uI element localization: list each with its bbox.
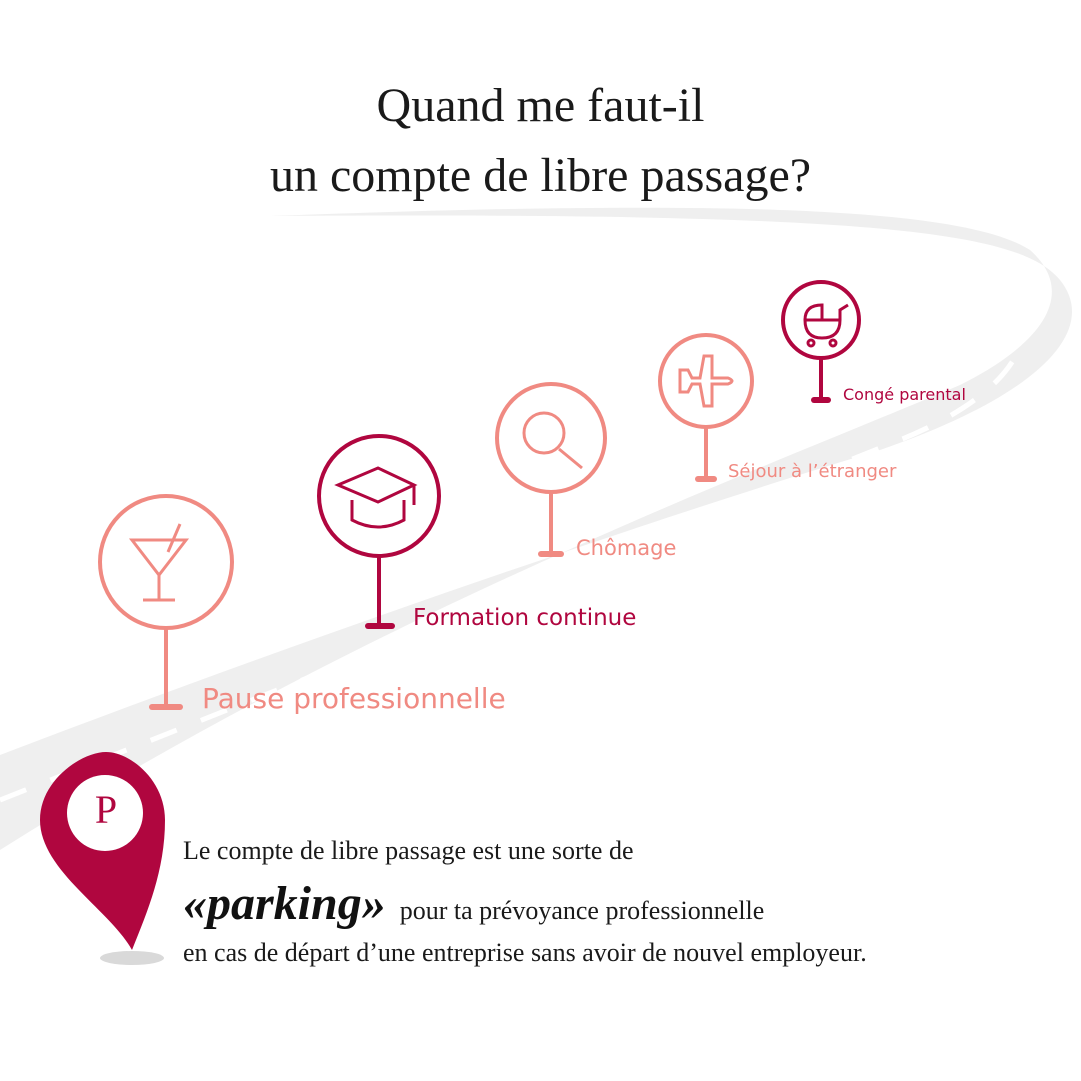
graduation-cap-icon: [334, 466, 418, 529]
stroller-icon: [803, 303, 849, 348]
parking-pin-letter: P: [94, 787, 118, 832]
milestone-label-pause: Pause professionnelle: [202, 682, 506, 715]
map-pin-icon: [40, 752, 165, 965]
page-title-line1: Quand me faut-il: [376, 79, 705, 132]
road-center-line: [0, 227, 1029, 803]
cocktail-glass-icon: [128, 523, 190, 602]
body-line2: «parking» pour ta prévoyance professionne…: [183, 880, 764, 928]
body-line1: Le compte de libre passage est une sorte…: [183, 836, 634, 865]
milestone-chomage: [495, 382, 607, 557]
airplane-icon: [678, 354, 734, 408]
magnifier-icon: [522, 411, 583, 470]
milestone-conge: [781, 280, 861, 403]
milestone-label-chomage: Chômage: [576, 536, 677, 560]
milestone-label-conge: Congé parental: [843, 385, 966, 404]
body-line3: en cas de départ d’une entreprise sans a…: [183, 938, 867, 967]
road: [0, 207, 1072, 850]
milestone-pause: [98, 494, 234, 710]
milestone-label-sejour: Séjour à l’étranger: [728, 461, 897, 482]
page-title-line2: un compte de libre passage?: [269, 149, 812, 202]
body-line2-rest: pour ta prévoyance professionnelle: [399, 896, 765, 925]
parking-word: «parking»: [183, 877, 386, 930]
milestone-formation: [317, 434, 441, 629]
milestone-sejour: [658, 333, 754, 482]
milestone-label-formation: Formation continue: [413, 605, 637, 631]
